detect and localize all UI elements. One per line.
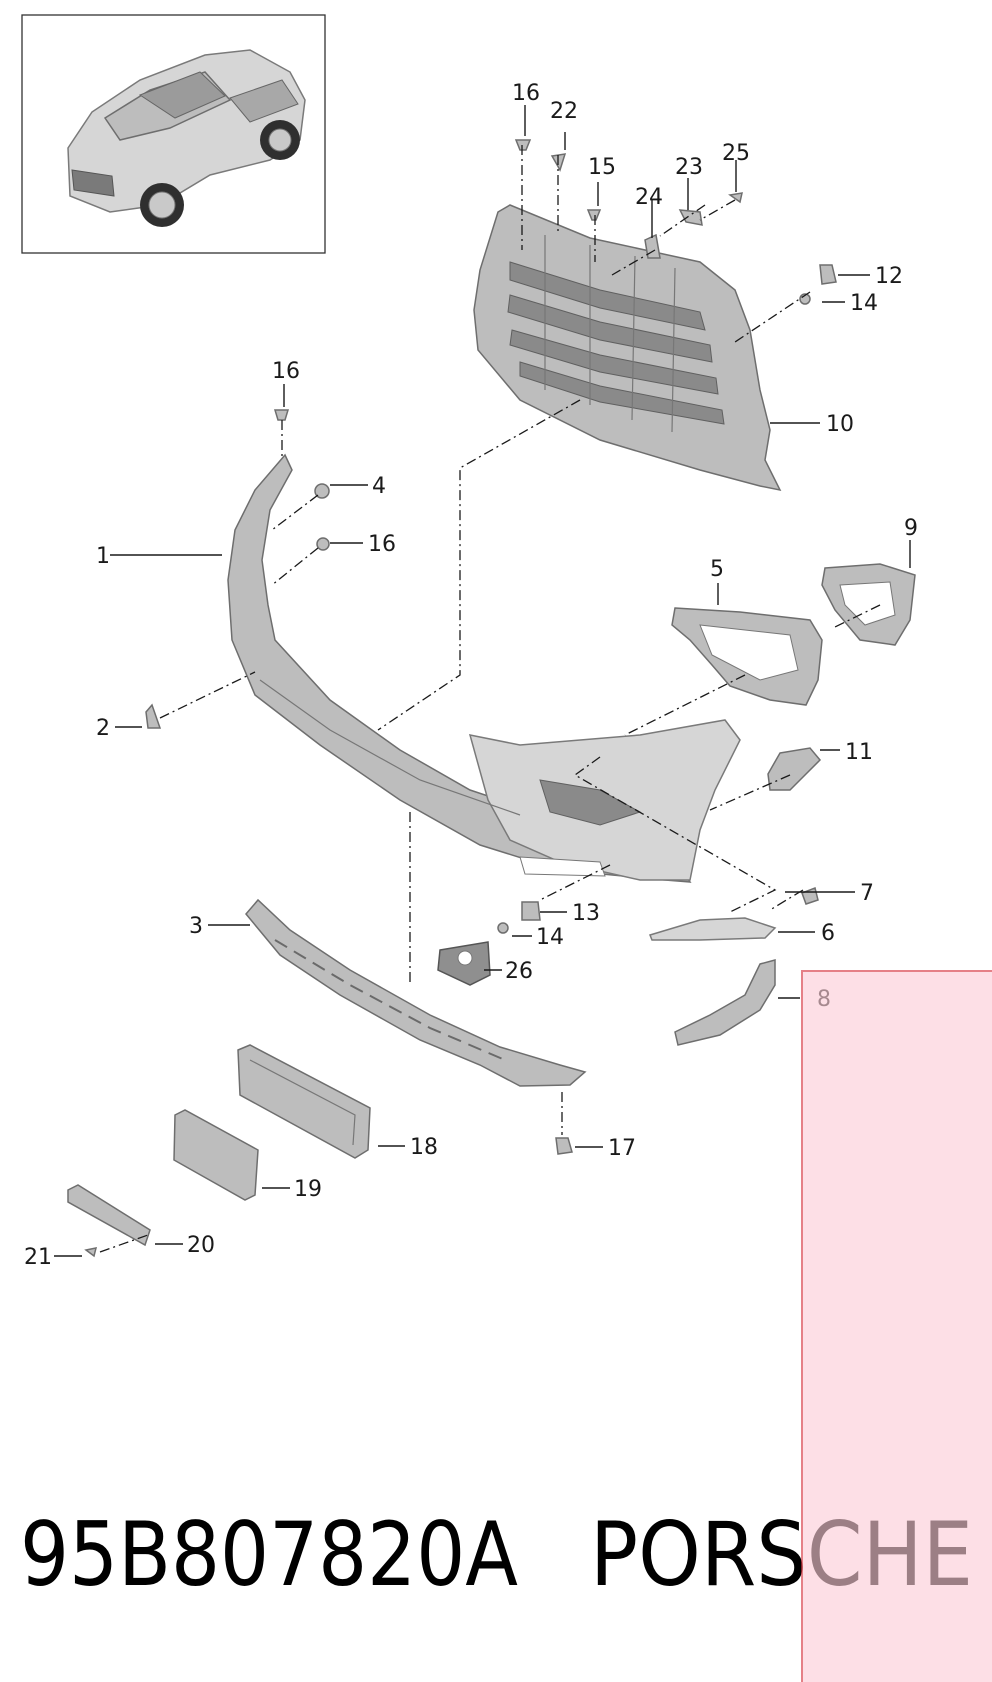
part-11-bracket bbox=[767, 747, 822, 791]
callout-1: 1 bbox=[96, 544, 110, 569]
callout-17: 17 bbox=[608, 1136, 636, 1161]
part-3-lower-spoiler bbox=[245, 898, 587, 1087]
brand-caption: PORSCHE bbox=[590, 1503, 973, 1606]
callout-22: 22 bbox=[550, 99, 578, 124]
part-9-frame bbox=[821, 563, 916, 646]
callout-26: 26 bbox=[505, 959, 533, 984]
callout-7: 7 bbox=[860, 881, 874, 906]
callout-3: 3 bbox=[189, 914, 203, 939]
fasteners bbox=[84, 139, 837, 1258]
callout-6: 6 bbox=[821, 921, 835, 946]
part-10-upper-grille bbox=[473, 204, 782, 492]
callout-14b: 14 bbox=[536, 925, 564, 950]
callout-10: 10 bbox=[826, 412, 854, 437]
callout-23: 23 bbox=[675, 155, 703, 180]
callout-16: 16 bbox=[512, 81, 540, 106]
part-8-trim bbox=[674, 959, 776, 1046]
callout-25: 25 bbox=[722, 141, 750, 166]
callout-24: 24 bbox=[635, 185, 663, 210]
callout-12: 12 bbox=[875, 264, 903, 289]
part-6-trim bbox=[648, 917, 777, 941]
assembly-lines bbox=[99, 145, 881, 1253]
callout-labels: 1 2 3 4 5 6 7 8 9 10 11 12 13 14 14 15 1… bbox=[24, 81, 918, 1270]
callout-15: 15 bbox=[588, 155, 616, 180]
vehicle-thumbnail bbox=[21, 14, 326, 254]
callout-8: 8 bbox=[817, 987, 831, 1012]
callout-11: 11 bbox=[845, 740, 873, 765]
leader-lines bbox=[54, 105, 911, 1257]
callout-5: 5 bbox=[710, 557, 724, 582]
part-5-frame bbox=[671, 607, 823, 706]
part-1-bumper-cover bbox=[227, 453, 741, 883]
callout-14: 14 bbox=[850, 291, 878, 316]
callout-9: 9 bbox=[904, 516, 918, 541]
callout-16c: 16 bbox=[368, 532, 396, 557]
callout-16b: 16 bbox=[272, 359, 300, 384]
part-19-plate bbox=[173, 1109, 259, 1201]
callout-4: 4 bbox=[372, 474, 386, 499]
callout-19: 19 bbox=[294, 1177, 322, 1202]
part-number-caption: 95B807820A bbox=[20, 1503, 518, 1606]
callout-18: 18 bbox=[410, 1135, 438, 1160]
callout-20: 20 bbox=[187, 1233, 215, 1258]
callout-2: 2 bbox=[96, 716, 110, 741]
part-20-strip bbox=[67, 1184, 151, 1247]
part-18-plate-holder bbox=[237, 1044, 371, 1159]
callout-21: 21 bbox=[24, 1245, 52, 1270]
callout-13: 13 bbox=[572, 901, 600, 926]
